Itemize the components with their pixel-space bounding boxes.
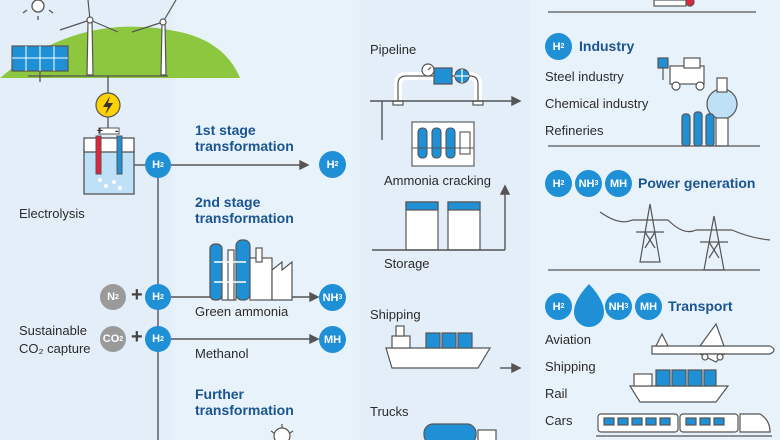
methanol-label: Methanol [195, 346, 249, 361]
power-connection-lines [39, 75, 168, 94]
shipping-label: Shipping [370, 307, 421, 322]
truck-icon [423, 423, 497, 440]
pipeline-icon [392, 63, 484, 106]
ship-icon [385, 325, 492, 369]
plus-sign-n2: + [131, 284, 143, 306]
solar-panel-icon [11, 45, 69, 77]
mh-badge-methanol: MH [319, 326, 346, 353]
mh-badge-transport: MH [635, 293, 662, 320]
pipeline-arrow [370, 95, 522, 140]
industry-title: Industry [579, 38, 635, 54]
trucks-label: Trucks [370, 404, 409, 419]
rail-label: Rail [545, 386, 568, 401]
storage-tank-icon [405, 201, 481, 251]
co2-capture-label-line1: Sustainable [19, 323, 87, 338]
power-generation-title: Power generation [638, 175, 756, 191]
shipping-arrow [500, 362, 522, 374]
industry-icons [657, 57, 738, 147]
wind-turbine-icon [59, 0, 177, 76]
co2-capture-label-line2: CO₂ capture [19, 341, 91, 356]
power-bolt-icon [95, 92, 121, 118]
ammonia-cracking-icon [411, 121, 475, 167]
chemical-industry-label: Chemical industry [545, 96, 649, 111]
transport-title: Transport [668, 298, 733, 314]
airplane-icon [651, 322, 775, 363]
green-ammonia-label: Green ammonia [195, 304, 289, 319]
top-heater-icon [548, 0, 756, 13]
train-icon [596, 413, 772, 437]
ammonia-cracking-label: Ammonia cracking [384, 173, 491, 188]
electrolyser-icon [83, 127, 135, 195]
aviation-label: Aviation [545, 332, 592, 347]
ammonia-plant-icon [209, 239, 293, 301]
droplet-icon [574, 284, 604, 327]
refineries-label: Refineries [545, 123, 604, 138]
storage-label: Storage [384, 256, 430, 271]
gear-icon [270, 424, 294, 440]
plus-sign-co2: + [131, 326, 143, 348]
sun-icon [22, 0, 54, 20]
steel-industry-label: Steel industry [545, 69, 624, 84]
mh-badge-power: MH [605, 170, 632, 197]
electrolysis-label: Electrolysis [19, 206, 85, 221]
pipeline-label: Pipeline [370, 42, 417, 57]
electrode-plus-label: + [97, 126, 103, 137]
cars-label: Cars [545, 413, 573, 428]
container-ship-icon [628, 369, 730, 403]
shipping-use-label: Shipping [545, 359, 596, 374]
storage-arrow [372, 184, 511, 251]
electrode-minus-label: - [115, 126, 119, 137]
